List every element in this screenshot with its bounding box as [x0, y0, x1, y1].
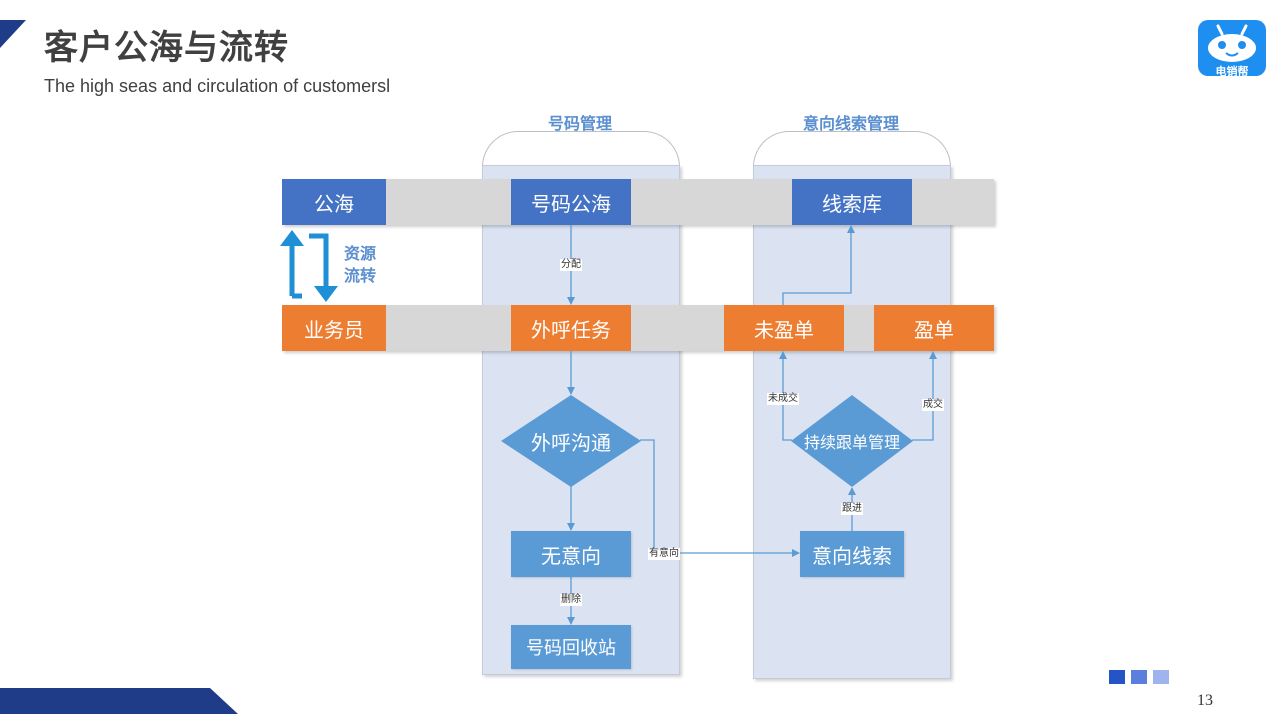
robot-face-icon — [1208, 24, 1256, 62]
footer-square-3 — [1153, 670, 1169, 684]
edge-label-follow-up: 跟进 — [841, 503, 863, 515]
node-won: 盈单 — [874, 305, 994, 351]
edge-label-not-closed: 未成交 — [767, 393, 799, 405]
decision-call-communication-label: 外呼沟通 — [531, 430, 611, 455]
edge-label-assign: 分配 — [560, 259, 582, 271]
edge-label-has-intent: 有意向 — [648, 548, 680, 560]
corner-triangle-decoration — [0, 20, 26, 48]
logo-text: 电销帮 — [1215, 65, 1249, 78]
lane-lead-mgmt-title: 意向线索管理 — [802, 114, 899, 133]
edge-closed — [912, 351, 937, 441]
edge-label-closed: 成交 — [922, 399, 944, 411]
edge-not-closed — [779, 351, 792, 441]
node-lead-library: 线索库 — [792, 179, 912, 225]
footer-square-2 — [1131, 670, 1147, 684]
node-no-intent: 无意向 — [511, 531, 631, 577]
footer-square-1 — [1109, 670, 1125, 684]
resource-cycle-arrows — [280, 230, 338, 302]
node-recycle-bin: 号码回收站 — [511, 625, 631, 669]
node-number-pool: 号码公海 — [511, 179, 631, 225]
row-header-public-sea: 公海 — [282, 179, 386, 225]
edge-not-won-to-library — [782, 225, 855, 305]
decision-continuous-followup-label: 持续跟单管理 — [803, 433, 900, 452]
page-number: 13 — [1197, 692, 1213, 709]
page-subtitle: The high seas and circulation of custome… — [44, 76, 391, 96]
cycle-label-line2: 流转 — [344, 266, 377, 285]
footer-band-decoration — [0, 688, 238, 714]
edge-label-delete: 删除 — [560, 594, 582, 606]
lane-number-mgmt-title: 号码管理 — [547, 114, 612, 133]
node-not-won: 未盈单 — [724, 305, 844, 351]
node-intent-lead: 意向线索 — [800, 531, 904, 577]
logo: 电销帮 — [1198, 20, 1266, 78]
page-title: 客户公海与流转 — [44, 28, 289, 68]
edge-has-intent — [640, 439, 800, 557]
resource-cycle-label: 资源 流转 — [344, 243, 376, 287]
decision-continuous-followup — [791, 395, 913, 487]
cycle-label-line1: 资源 — [344, 244, 377, 263]
node-call-task: 外呼任务 — [511, 305, 631, 351]
decision-call-communication — [501, 395, 641, 487]
row-header-salesperson: 业务员 — [282, 305, 386, 351]
